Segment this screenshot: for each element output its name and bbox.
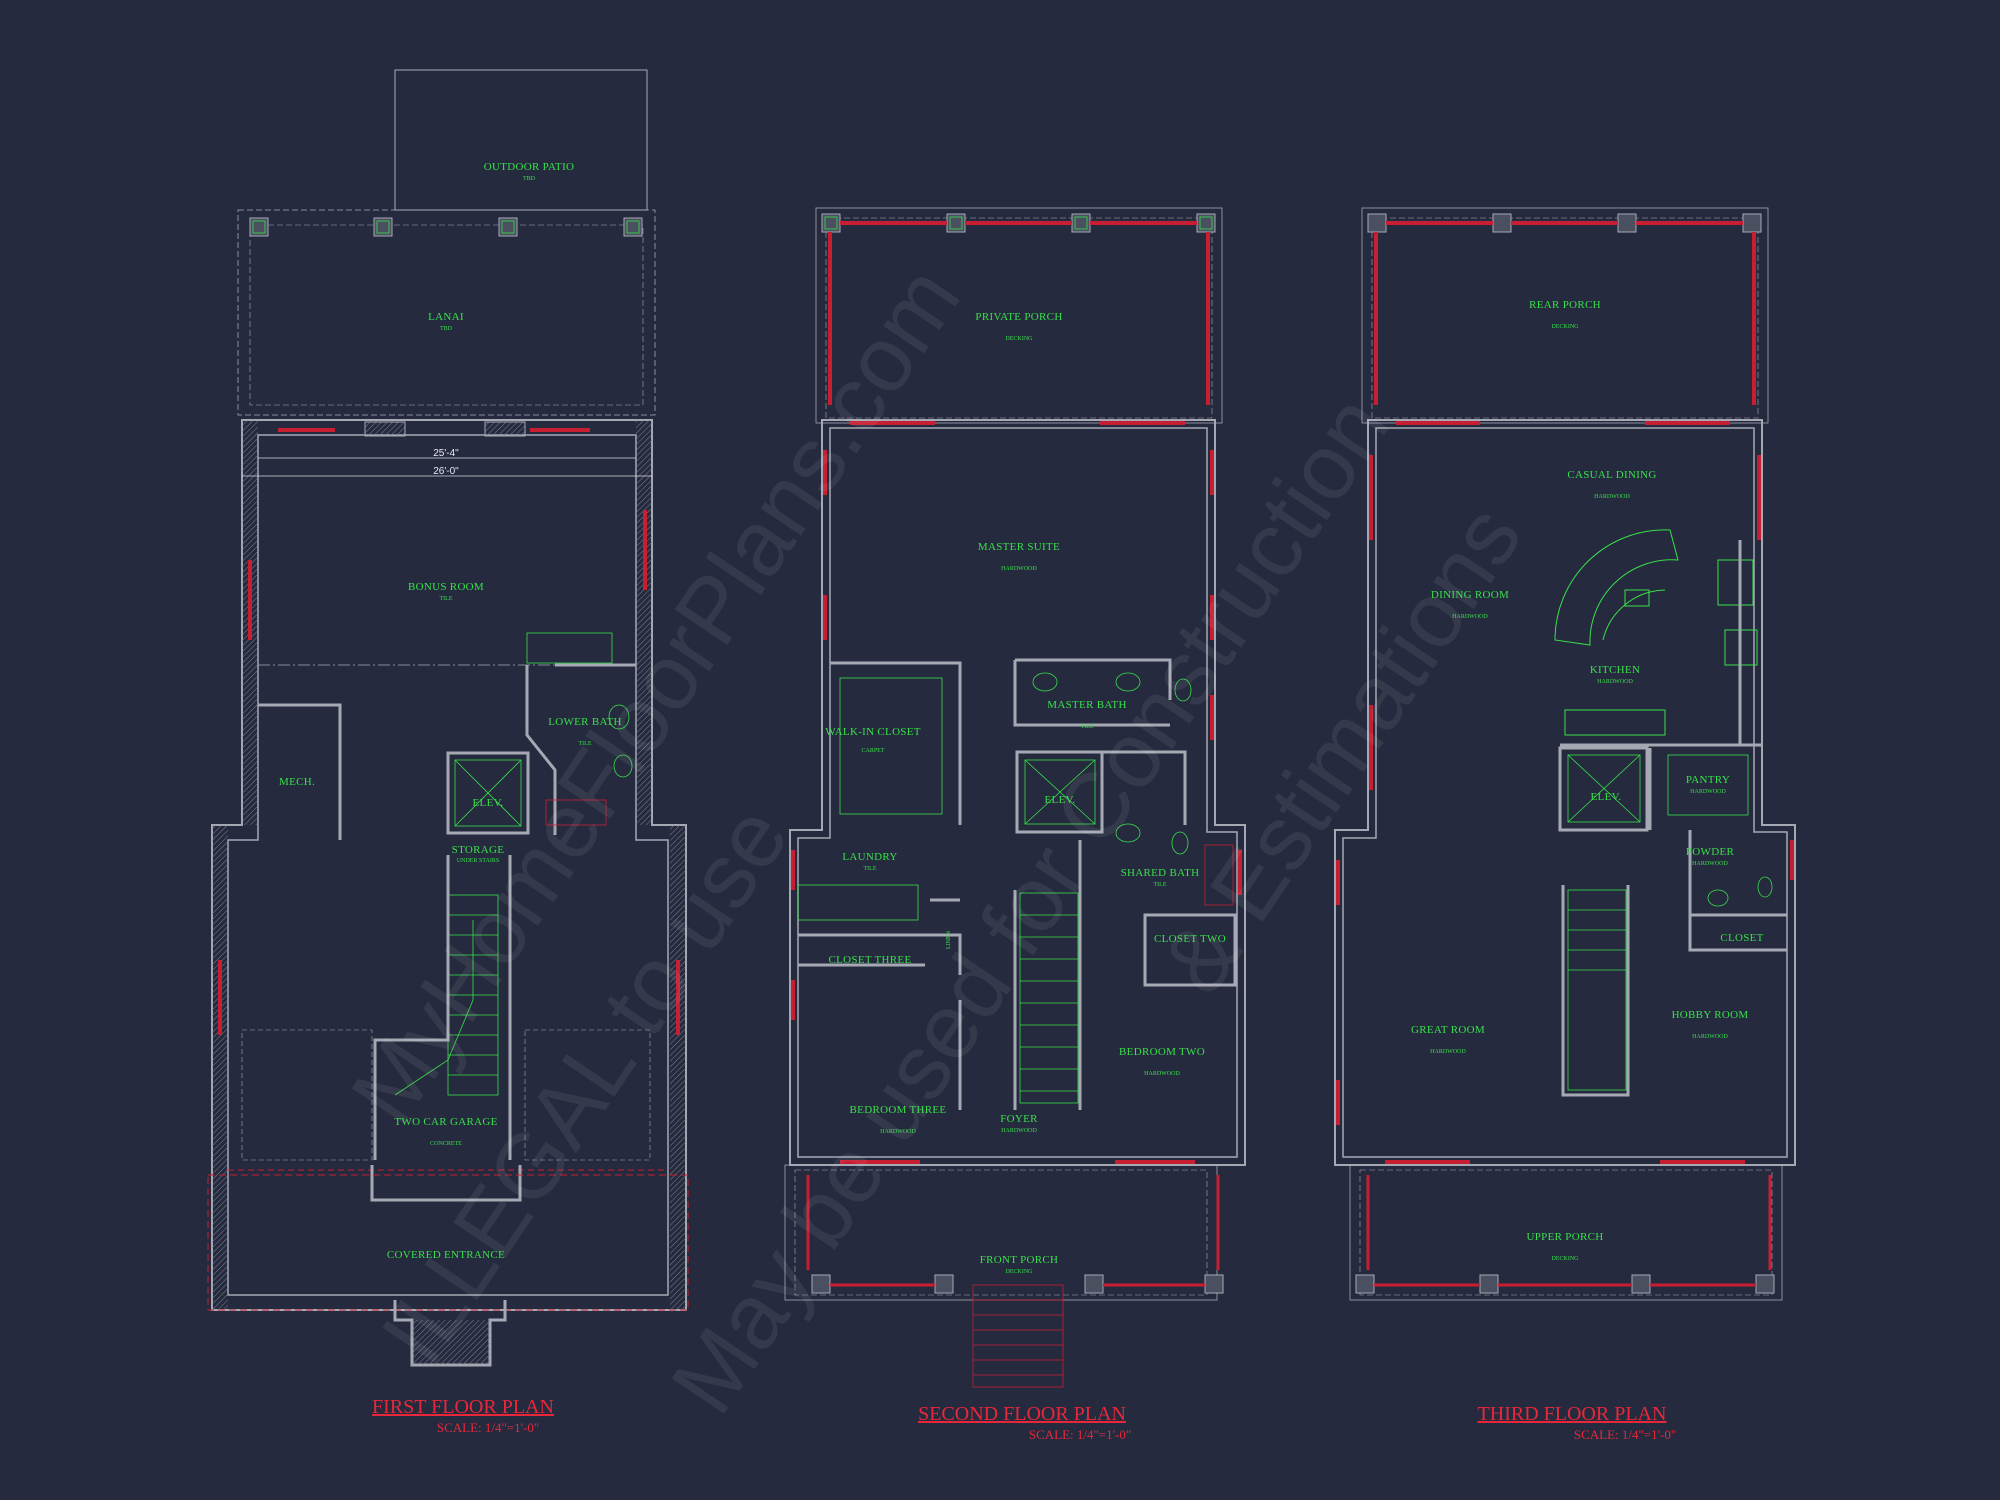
room-sub: HARDWOOD: [880, 1129, 916, 1135]
second-floor-scale: SCALE: 1/4"=1'-0": [1029, 1427, 1131, 1442]
first-floor-scale: SCALE: 1/4"=1'-0": [437, 1420, 539, 1435]
room-label: GREAT ROOM: [1411, 1024, 1485, 1036]
room-label: KITCHEN: [1590, 664, 1640, 676]
room-sub: TILE: [864, 866, 877, 872]
dimension-label: 26'-0": [433, 466, 459, 477]
room-sub: HARDWOOD: [1001, 1128, 1037, 1134]
room-sub: DECKING: [1552, 324, 1580, 330]
room-label: ELEV.: [1591, 791, 1622, 803]
room-label: FRONT PORCH: [980, 1254, 1059, 1266]
room-label: BEDROOM THREE: [850, 1104, 947, 1116]
second-floor-plan: [784, 207, 1246, 1388]
kitchen-island: [1554, 529, 1758, 736]
second-floor-title: SECOND FLOOR PLAN: [918, 1403, 1126, 1425]
elevator-2: [1015, 750, 1104, 834]
room-sub: TBD: [523, 176, 536, 182]
stairs-2: [1019, 892, 1079, 1104]
room-label: CLOSET: [1720, 932, 1763, 944]
room-sub: HARDWOOD: [1692, 861, 1728, 867]
room-label: MASTER BATH: [1047, 699, 1126, 711]
front-steps: [972, 1284, 1064, 1388]
room-sub: HARDWOOD: [1597, 679, 1633, 685]
room-label: ELEV.: [473, 797, 504, 809]
upper-porch-outline: [1349, 1164, 1783, 1301]
room-label: SHARED BATH: [1121, 867, 1200, 879]
patio-outline: [394, 69, 648, 211]
third-floor-plan: [1334, 207, 1796, 1301]
first-floor-title: FIRST FLOOR PLAN: [372, 1396, 554, 1418]
room-sub: CONCRETE: [430, 1141, 462, 1147]
room-label: MECH.: [279, 776, 315, 788]
room-sub: UNDER STAIRS: [457, 858, 499, 864]
room-label: HOBBY ROOM: [1672, 1009, 1749, 1021]
rear-porch-outline: [1361, 207, 1769, 424]
lanai-posts: [249, 217, 643, 237]
third-floor-title: THIRD FLOOR PLAN: [1478, 1403, 1667, 1425]
second-floor-walls: [789, 419, 1246, 1166]
room-label: PRIVATE PORCH: [975, 311, 1062, 323]
room-label: CLOSET TWO: [1154, 933, 1226, 945]
room-label: CLOSET THREE: [829, 954, 912, 966]
room-sub: CARPET: [861, 748, 884, 754]
room-sub: HARDWOOD: [1430, 1049, 1466, 1055]
room-sub: HARDWOOD: [1594, 494, 1630, 500]
room-label: COVERED ENTRANCE: [387, 1249, 505, 1261]
third-floor-walls: [1334, 419, 1796, 1166]
room-label: CASUAL DINING: [1567, 469, 1656, 481]
room-sub: TILE: [440, 596, 453, 602]
room-sub: TILE: [1081, 724, 1094, 730]
room-sub: DECKING: [1552, 1256, 1580, 1262]
room-sub: TILE: [1154, 882, 1167, 888]
room-sub: TILE: [579, 741, 592, 747]
room-label: BEDROOM TWO: [1119, 1046, 1205, 1058]
room-label: POWDER: [1686, 846, 1735, 858]
room-label: LINEN: [946, 930, 952, 949]
plan-titles: FIRST FLOOR PLAN SCALE: 1/4"=1'-0" SECON…: [372, 1396, 1676, 1442]
stairs-3: [1567, 889, 1627, 1091]
room-sub: HARDWOOD: [1692, 1034, 1728, 1040]
room-label: UPPER PORCH: [1527, 1231, 1604, 1243]
room-label: BONUS ROOM: [408, 581, 484, 593]
room-label: MASTER SUITE: [978, 541, 1060, 553]
third-floor-scale: SCALE: 1/4"=1'-0": [1574, 1427, 1676, 1442]
room-label: DINING ROOM: [1431, 589, 1509, 601]
room-label: REAR PORCH: [1529, 299, 1601, 311]
room-label: WALK-IN CLOSET: [825, 726, 921, 738]
room-label: OUTDOOR PATIO: [484, 161, 575, 173]
dimension-label: 25'-4": [433, 448, 459, 459]
room-label: STORAGE: [452, 844, 505, 856]
elevator-1: [446, 751, 530, 835]
elevator-3: [1558, 746, 1649, 832]
room-sub: HARDWOOD: [1690, 789, 1726, 795]
first-floor-plan: [207, 69, 689, 1367]
room-label: TWO CAR GARAGE: [394, 1116, 497, 1128]
room-label: ELEV.: [1045, 794, 1076, 806]
room-sub: DECKING: [1006, 336, 1034, 342]
room-label: LOWER BATH: [548, 716, 622, 728]
private-porch-outline: [815, 207, 1223, 424]
room-label: FOYER: [1000, 1113, 1038, 1125]
room-sub: HARDWOOD: [1001, 566, 1037, 572]
lanai-outline: [237, 209, 656, 416]
room-sub: TBD: [440, 326, 453, 332]
room-label: LAUNDRY: [842, 851, 897, 863]
room-sub: HARDWOOD: [1452, 614, 1488, 620]
room-labels: OUTDOOR PATIO TBD LANAI TBD BONUS ROOM T…: [279, 161, 1763, 1275]
room-label: PANTRY: [1686, 774, 1730, 786]
room-sub: HARDWOOD: [1144, 1071, 1180, 1077]
room-sub: DECKING: [1006, 1269, 1034, 1275]
room-label: LANAI: [428, 311, 464, 323]
